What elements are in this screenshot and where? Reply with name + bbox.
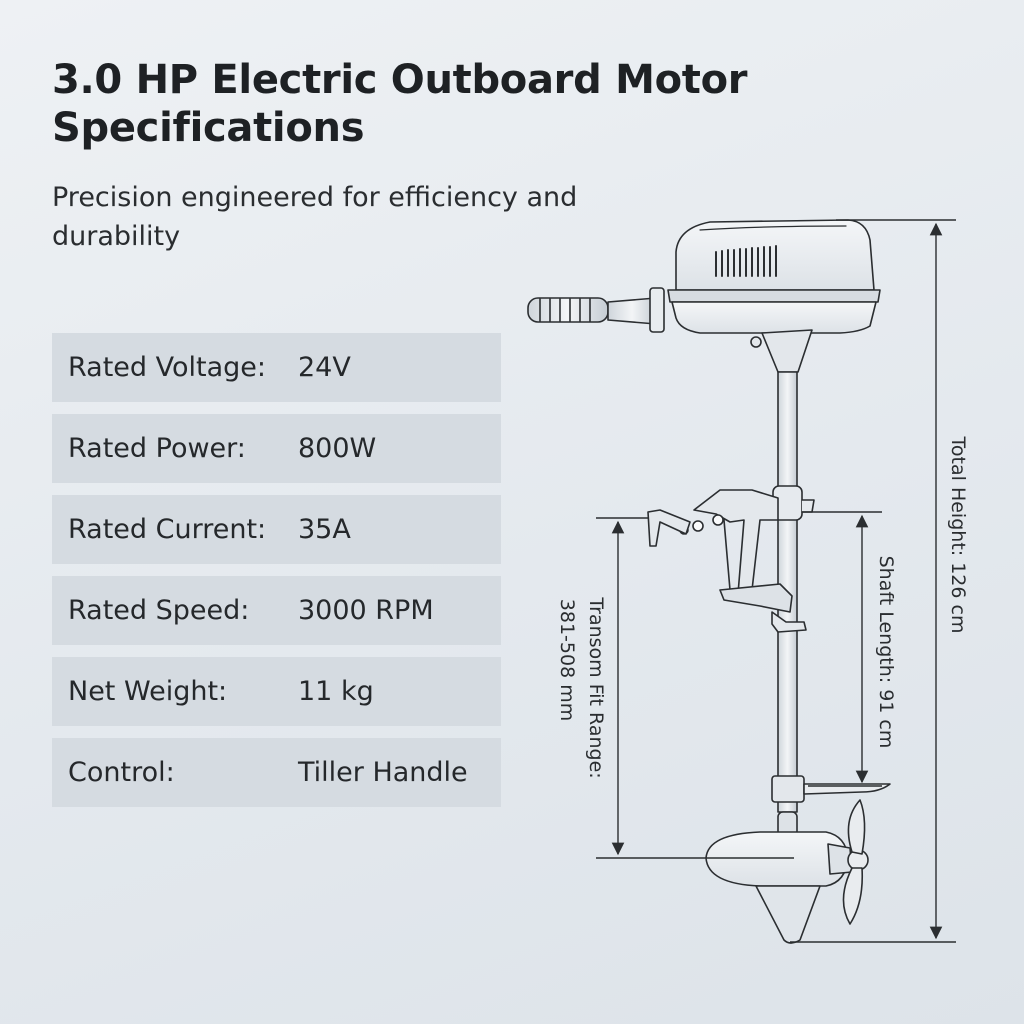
spec-label: Control: [68,757,175,788]
spec-row-current: Rated Current: 35A [52,495,501,564]
spec-row-power: Rated Power: 800W [52,414,501,483]
spec-value: 24V [298,352,351,383]
page-title: 3.0 HP Electric Outboard Motor Specifica… [52,57,748,151]
spec-value: 3000 RPM [298,595,434,626]
spec-row-weight: Net Weight: 11 kg [52,657,501,726]
spec-label: Rated Power: [68,433,246,464]
propeller-icon [842,799,866,925]
lower-unit [705,831,869,944]
transom-bracket [647,489,807,633]
spec-label: Rated Speed: [68,595,250,626]
spec-table: Rated Voltage: 24V Rated Power: 800W Rat… [52,333,501,819]
spec-value: Tiller Handle [298,757,468,788]
tiller-handle [527,287,665,333]
spec-value: 800W [298,433,377,464]
spec-value: 11 kg [298,676,374,707]
dimension-lines [596,219,956,943]
motor-hood [667,219,881,334]
spec-row-speed: Rated Speed: 3000 RPM [52,576,501,645]
page-subtitle: Precision engineered for efficiency and … [52,182,578,253]
spec-row-control: Control: Tiller Handle [52,738,501,807]
spec-label: Net Weight: [68,676,228,707]
motor-line-art [527,219,891,944]
spec-label: Rated Voltage: [68,352,267,383]
spec-row-voltage: Rated Voltage: 24V [52,333,501,402]
shaft-length-label: Shaft Length: 91 cm [875,556,897,749]
motor-neck [750,329,813,373]
vent-grille [715,245,777,277]
transom-range-label-line2: 381-508 mm [556,599,578,721]
total-height-label: Total Height: 126 cm [947,436,969,634]
spec-value: 35A [298,514,351,545]
spec-label: Rated Current: [68,514,267,545]
transom-range-label-line1: Transom Fit Range: [585,596,607,778]
